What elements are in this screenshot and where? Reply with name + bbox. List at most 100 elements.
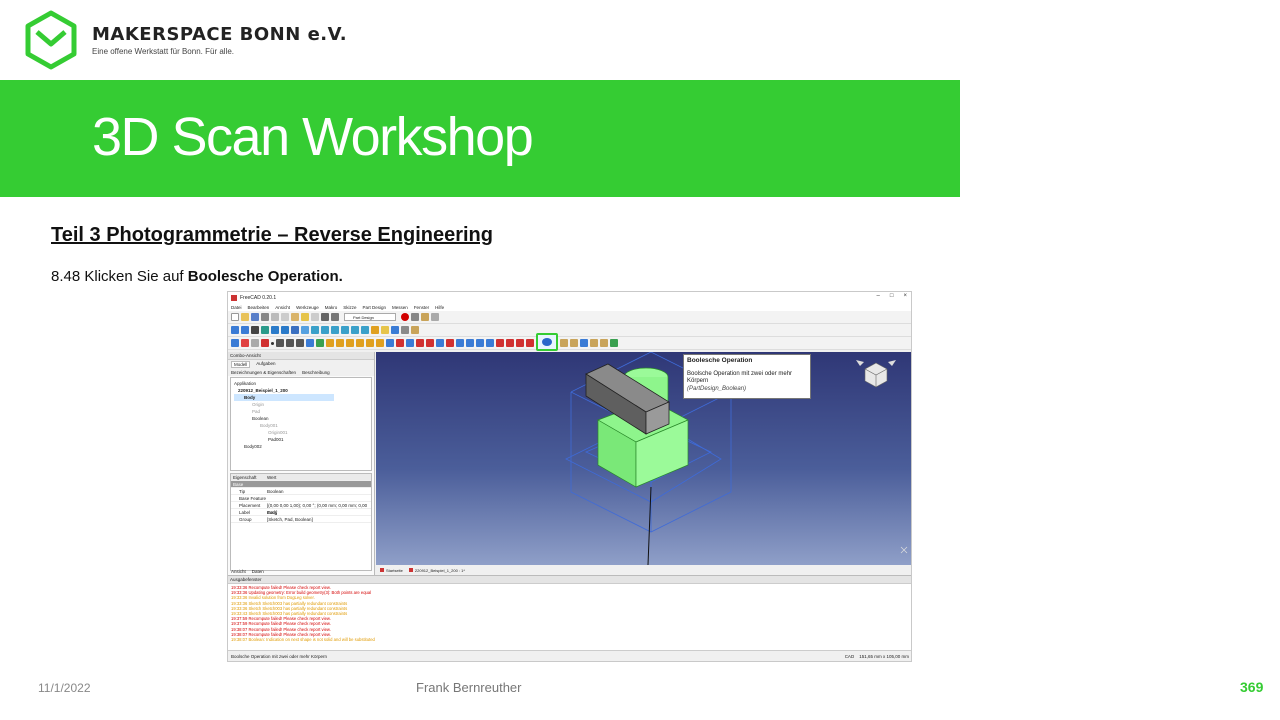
group-icon[interactable] <box>411 326 419 334</box>
nav-cube-icon[interactable] <box>856 360 896 388</box>
tree-item-body001[interactable]: Body001 <box>260 423 278 428</box>
cut-icon[interactable] <box>271 313 279 321</box>
menu-datei[interactable]: Datei <box>231 304 242 310</box>
draw-style-icon[interactable] <box>251 326 259 334</box>
new-body-icon[interactable] <box>391 326 399 334</box>
record-macro-icon[interactable] <box>401 313 409 321</box>
hole-icon[interactable] <box>396 339 404 347</box>
undo-icon[interactable] <box>301 313 309 321</box>
macro-editor-icon[interactable] <box>421 313 429 321</box>
open-file-icon[interactable] <box>241 313 249 321</box>
polar-pattern-icon[interactable] <box>476 339 484 347</box>
gear-icon[interactable] <box>590 339 598 347</box>
measure-icon[interactable] <box>371 326 379 334</box>
copy-icon[interactable] <box>281 313 289 321</box>
menu-werkzeuge[interactable]: Werkzeuge <box>296 304 319 310</box>
validate-sketch-icon[interactable] <box>261 339 269 347</box>
datum-point-icon[interactable] <box>271 341 274 345</box>
fit-all-icon[interactable] <box>231 326 239 334</box>
tree-item-origin001[interactable]: Origin001 <box>268 430 288 435</box>
whats-this-icon[interactable] <box>331 313 339 321</box>
clone-icon[interactable] <box>316 339 324 347</box>
menu-makro[interactable]: Makro <box>324 304 338 310</box>
sprocket-icon[interactable] <box>560 339 568 347</box>
navigation-style[interactable]: CAD <box>844 654 855 659</box>
right-view-icon[interactable] <box>331 326 339 334</box>
thickness-icon[interactable] <box>526 339 534 347</box>
property-row[interactable]: Placement[(0,00 0,00 1,00); 0,00 °; (0,0… <box>231 502 371 515</box>
stop-macro-icon[interactable] <box>411 313 419 321</box>
print-icon[interactable] <box>261 313 269 321</box>
bottom-view-icon[interactable] <box>351 326 359 334</box>
top-view-icon[interactable] <box>321 326 329 334</box>
helix-icon[interactable] <box>366 339 374 347</box>
multi-transform-icon[interactable] <box>486 339 494 347</box>
menu-messen[interactable]: Messen <box>392 304 408 310</box>
run-macro-icon[interactable] <box>431 313 439 321</box>
attach-sketch-icon[interactable] <box>251 339 259 347</box>
report-log[interactable]: 19:33:36 Recompute failed! Please check … <box>228 584 911 643</box>
local-cs-icon[interactable] <box>296 339 304 347</box>
revolution-icon[interactable] <box>336 339 344 347</box>
fit-selection-icon[interactable] <box>241 326 249 334</box>
subtractive-pipe-icon[interactable] <box>426 339 434 347</box>
tab-daten[interactable]: Daten <box>251 569 264 574</box>
chamfer-icon[interactable] <box>506 339 514 347</box>
workbench-select[interactable]: Part Design <box>344 313 396 321</box>
bounding-box-icon[interactable] <box>261 326 269 334</box>
tab-modell[interactable]: Modell <box>231 361 251 368</box>
sketch-icon[interactable] <box>241 339 249 347</box>
subtractive-loft-icon[interactable] <box>416 339 424 347</box>
menu-skizze[interactable]: Skizze <box>343 304 357 310</box>
menu-fenster[interactable]: Fenster <box>413 304 430 310</box>
tree-item-boolean[interactable]: Boolean <box>252 416 269 421</box>
body-icon[interactable] <box>231 339 239 347</box>
additional-gear-icon[interactable] <box>610 339 618 347</box>
tree-item-origin[interactable]: Origin <box>252 402 265 407</box>
datum-line-icon[interactable] <box>276 339 284 347</box>
std-view-icon[interactable] <box>291 326 299 334</box>
new-file-icon[interactable] <box>231 313 239 321</box>
shape-binder-icon[interactable] <box>306 339 314 347</box>
subtab-description[interactable]: Beschreibung <box>302 370 330 375</box>
tab-ansicht[interactable]: Ansicht <box>231 569 246 574</box>
back-icon[interactable] <box>271 326 279 334</box>
link-icon[interactable] <box>401 326 409 334</box>
front-view-icon[interactable] <box>311 326 319 334</box>
pad-icon[interactable] <box>326 339 334 347</box>
minimize-button[interactable]: – <box>876 293 880 299</box>
paste-icon[interactable] <box>291 313 299 321</box>
save-icon[interactable] <box>251 313 259 321</box>
maximize-button[interactable]: □ <box>889 293 894 299</box>
tree-item-body[interactable]: Body <box>234 394 334 401</box>
fillet-icon[interactable] <box>496 339 504 347</box>
menu-hilfe[interactable]: Hilfe <box>435 304 445 310</box>
additive-primitive-icon[interactable] <box>376 339 384 347</box>
tree-item-body002[interactable]: Body002 <box>244 444 262 449</box>
3d-viewport[interactable] <box>376 352 911 565</box>
property-row[interactable]: Base Feature <box>231 495 371 502</box>
subtractive-primitive-icon[interactable] <box>446 339 454 347</box>
property-row[interactable]: Group[Sketch, Pad, Boolean] <box>231 516 371 523</box>
mirrored-icon[interactable] <box>456 339 464 347</box>
involute-gear-icon[interactable] <box>570 339 578 347</box>
spur-gear-icon[interactable] <box>600 339 608 347</box>
tree-item-document[interactable]: 220912_Beispiel_1_200 <box>238 388 288 393</box>
menu-bearbeiten[interactable]: Bearbeiten <box>247 304 270 310</box>
menu-ansicht[interactable]: Ansicht <box>275 304 291 310</box>
tab-startseite[interactable]: Startseite <box>380 568 403 573</box>
subtab-labels[interactable]: Bezeichnungen & Eigenschaften <box>231 370 297 375</box>
datum-plane-icon[interactable] <box>286 339 294 347</box>
menu-part-design[interactable]: Part Design <box>362 304 387 310</box>
property-value[interactable]: Body <box>267 510 278 515</box>
draft-icon[interactable] <box>516 339 524 347</box>
property-value[interactable]: [Sketch, Pad, Boolean] <box>267 517 313 522</box>
tree-item-pad[interactable]: Pad <box>252 409 261 414</box>
isometric-view-icon[interactable] <box>301 326 309 334</box>
tree-item-pad001[interactable]: Pad001 <box>268 437 284 442</box>
subtractive-helix-icon[interactable] <box>436 339 444 347</box>
property-value[interactable] <box>267 495 371 501</box>
property-value[interactable]: Boolean <box>267 489 284 494</box>
